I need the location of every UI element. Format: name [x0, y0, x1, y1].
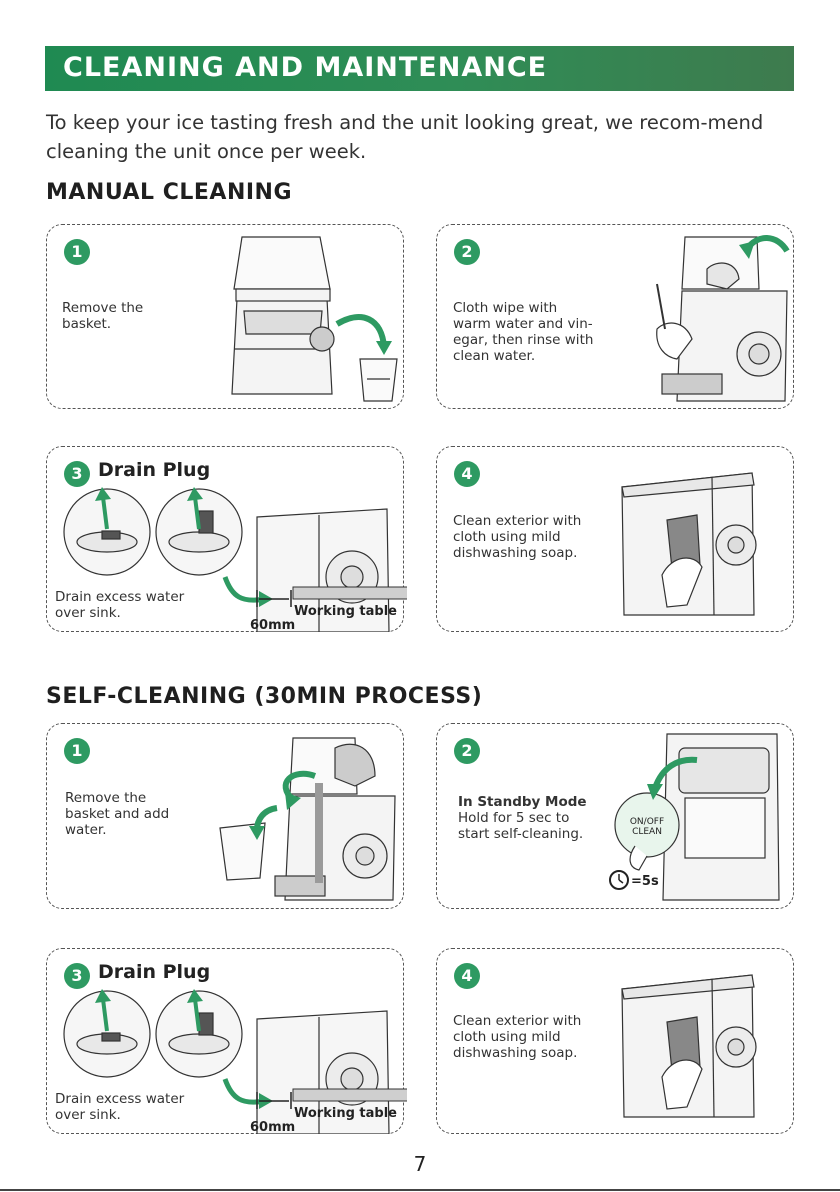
working-table-label: Working table [294, 604, 397, 619]
step-number-badge: 4 [454, 461, 480, 487]
intro-text: To keep your ice tasting fresh and the u… [46, 111, 764, 163]
step-text: Drain excess water over sink. [55, 589, 185, 621]
step-text: Remove the basket and add water. [65, 790, 170, 838]
ice-maker-open-lid-illustration [231, 236, 398, 402]
drain-plug-illustration [63, 989, 407, 1134]
self-step-2-card: 2 In Standby Mode Hold for 5 sec to star… [436, 723, 794, 909]
clean-text: CLEAN [632, 827, 662, 837]
ice-maker-add-water-illustration [219, 737, 396, 901]
distance-label: 60mm [250, 618, 296, 633]
bottom-rule [0, 1189, 840, 1191]
step-text: Cloth wipe with warm water and vin- egar… [453, 300, 594, 364]
ice-maker-wipe-illustration [656, 235, 790, 402]
working-table-label: Working table [294, 1106, 397, 1121]
self-step-3-card: 3 Drain Plug Drain excess water over sin… [46, 948, 407, 1135]
distance-label: 60mm [250, 1120, 296, 1135]
manual-step-4-card: 4 Clean exterior with cloth using mild d… [436, 446, 794, 632]
self-cleaning-title: SELF-CLEANING (30MIN PROCESS) [46, 684, 483, 709]
step-number-badge: 3 [64, 963, 90, 989]
step-text: Drain excess water over sink. [55, 1091, 185, 1123]
step-text: Clean exterior with cloth using mild dis… [453, 1013, 582, 1061]
standby-mode-label: In Standby Mode [458, 794, 587, 810]
timer-text: =5s [631, 874, 659, 889]
drain-plug-title: Drain Plug [98, 961, 211, 983]
manual-cleaning-title: MANUAL CLEANING [46, 180, 293, 205]
step-number-badge: 3 [64, 461, 90, 487]
on-off-text: ON/OFF [630, 817, 664, 827]
manual-step-2-card: 2 Cloth wipe with warm water and vin- eg… [436, 224, 794, 409]
control-panel-illustration: ON/OFF CLEAN =5s [609, 733, 780, 901]
step-number-badge: 1 [64, 239, 90, 265]
self-step-4-card: 4 Clean exterior with cloth using mild d… [436, 948, 794, 1134]
drain-plug-title: Drain Plug [98, 459, 211, 481]
self-step-1-card: 1 Remove the basket and add water. [46, 723, 404, 909]
step-number-badge: 1 [64, 738, 90, 764]
step-number-badge: 2 [454, 738, 480, 764]
manual-step-1-card: 1 Remove the basket. [46, 224, 404, 409]
ice-maker-exterior-illustration [621, 472, 757, 616]
manual-step-3-card: 3 Drain Plug Drain excess water over sin… [46, 446, 407, 633]
step-number-badge: 2 [454, 239, 480, 265]
step-text: Clean exterior with cloth using mild dis… [453, 513, 582, 561]
step-text: Remove the basket. [62, 300, 144, 332]
step-number-badge: 4 [454, 963, 480, 989]
header-banner: CLEANING AND MAINTENANCE [45, 46, 794, 91]
ice-maker-exterior-illustration [621, 974, 757, 1118]
drain-plug-illustration [63, 487, 407, 632]
page-title: CLEANING AND MAINTENANCE [63, 52, 548, 83]
page-number: 7 [413, 1152, 427, 1176]
step-text: Hold for 5 sec to start self-cleaning. [458, 810, 584, 842]
